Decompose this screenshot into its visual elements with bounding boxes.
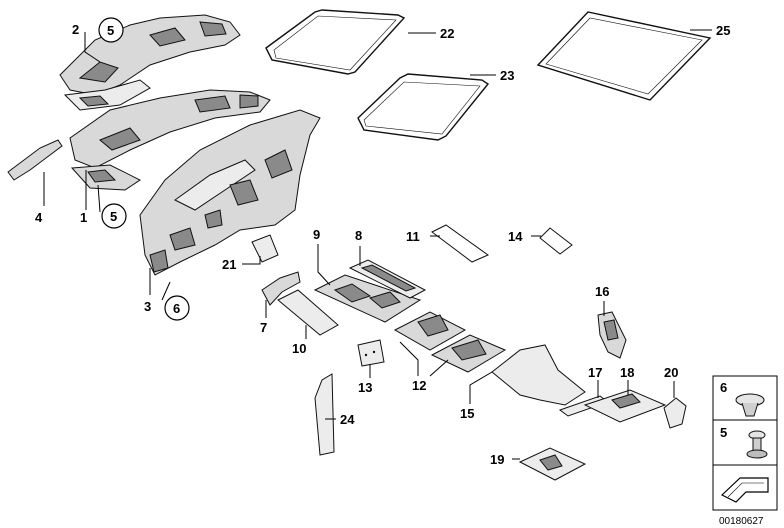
callout-14: 14 [508, 229, 523, 244]
callout-19: 19 [490, 452, 504, 467]
part-10-strip [277, 289, 339, 336]
part-14-pad [539, 227, 573, 255]
part-11-pad [431, 224, 490, 263]
legend-label-5: 5 [720, 425, 727, 440]
callout-24: 24 [340, 412, 355, 427]
callout-17: 17 [588, 365, 602, 380]
part-16-pad [597, 311, 627, 359]
expanding-rivet-icon [735, 393, 765, 417]
part-24-strip [314, 373, 335, 456]
part-4-strip [7, 139, 63, 181]
part-18-pad [583, 389, 667, 423]
callout-13: 13 [358, 380, 372, 395]
callout-20: 20 [664, 365, 678, 380]
callout-21: 21 [222, 257, 236, 272]
callout-2: 2 [72, 22, 79, 37]
part-2-insulation [59, 14, 241, 111]
callout-25: 25 [716, 23, 730, 38]
push-clip-icon [746, 430, 768, 459]
part-13-pad [357, 339, 385, 367]
callouts: 2 5 4 1 5 3 6 22 23 25 21 7 9 8 10 11 14… [35, 17, 730, 467]
part-22-mat [265, 9, 406, 75]
callout-5-circle-top [98, 17, 124, 43]
legend-label-6: 6 [720, 380, 727, 395]
part-21-pad [251, 234, 279, 263]
part-12-panels [393, 311, 507, 373]
callout-16: 16 [595, 284, 609, 299]
part-3-bulkhead [139, 109, 321, 276]
callout-5-top: 5 [107, 23, 114, 38]
callout-10: 10 [292, 341, 306, 356]
arrow-icon [720, 477, 769, 503]
part-15-pad [491, 344, 586, 406]
callout-7: 7 [260, 320, 267, 335]
callout-5-bottom: 5 [110, 209, 117, 224]
callout-1: 1 [80, 210, 87, 225]
callout-5-circle-bottom [101, 203, 127, 229]
part-8-strip [348, 259, 427, 299]
callout-3: 3 [144, 299, 151, 314]
callout-12: 12 [412, 378, 426, 393]
part-23-mat [357, 73, 490, 141]
callout-22: 22 [440, 26, 454, 41]
callout-6-circle [164, 295, 190, 321]
callout-9: 9 [313, 227, 320, 242]
callout-8: 8 [355, 228, 362, 243]
callout-18: 18 [620, 365, 634, 380]
part-19-pad [518, 447, 587, 481]
callout-4: 4 [35, 210, 43, 225]
callout-23: 23 [500, 68, 514, 83]
part-9-panel [313, 274, 422, 323]
part-20-pad [663, 397, 687, 429]
part-25-mat [536, 11, 712, 101]
part-1-insulation [69, 89, 271, 191]
callout-6: 6 [173, 301, 180, 316]
callout-11: 11 [406, 229, 420, 244]
callout-15: 15 [460, 406, 474, 421]
document-number: 00180627 [719, 516, 764, 527]
part-7-bracket [261, 271, 301, 306]
legend-box: 6 5 [712, 375, 778, 511]
